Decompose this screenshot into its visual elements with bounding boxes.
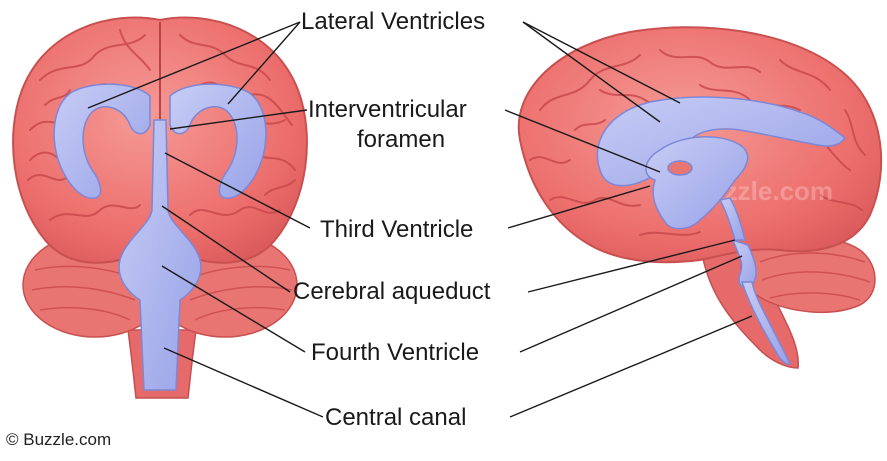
label-interventricular: Interventricular	[308, 96, 467, 123]
coronal-brain	[13, 18, 307, 398]
label-lateral-ventricles: Lateral Ventricles	[301, 8, 485, 35]
label-central-canal: Central canal	[325, 404, 466, 431]
label-foramen: foramen	[357, 126, 445, 153]
label-fourth-ventricle: Fourth Ventricle	[311, 339, 479, 366]
sagittal-brain: Buzzle.com	[519, 27, 881, 368]
credit-text: © Buzzle.com	[6, 430, 111, 450]
label-cerebral-aqueduct: Cerebral aqueduct	[293, 278, 490, 305]
leader-fourth-right	[520, 256, 742, 352]
label-third-ventricle: Third Ventricle	[320, 216, 473, 243]
leader-central-right	[510, 316, 752, 417]
